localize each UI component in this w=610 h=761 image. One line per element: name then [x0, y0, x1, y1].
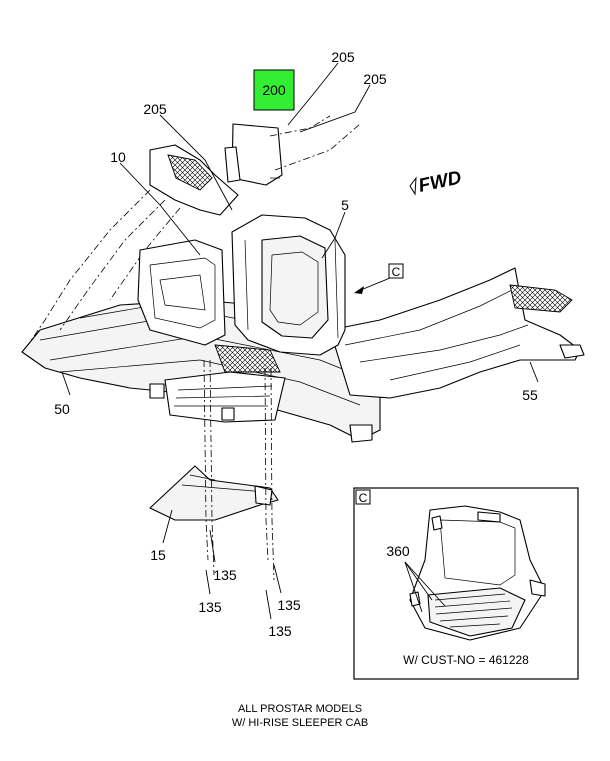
- callout-205-right[interactable]: 205: [363, 71, 387, 87]
- floor-mesh: [214, 344, 281, 373]
- inset-tag: C: [359, 491, 368, 505]
- callout-360[interactable]: 360: [386, 543, 410, 559]
- inset-note: W/ CUST-NO = 461228: [403, 653, 529, 667]
- view-marker-c[interactable]: C: [392, 265, 401, 279]
- inset-tag-box: [355, 489, 371, 505]
- callout-205-top[interactable]: 205: [331, 49, 355, 65]
- forward-arrow-icon: [409, 176, 417, 196]
- cover-15: [149, 465, 279, 521]
- bracket-200-assembly: [224, 123, 283, 186]
- highlight-box-200[interactable]: [253, 69, 295, 111]
- forward-indicator: FWD: [409, 167, 464, 197]
- caption-line-2: W/ HI-RISE SLEEPER CAB: [232, 717, 368, 729]
- callout-205-left[interactable]: 205: [143, 101, 167, 117]
- callout-15[interactable]: 15: [150, 547, 166, 563]
- callout-10[interactable]: 10: [110, 149, 126, 165]
- callout-55[interactable]: 55: [522, 387, 538, 403]
- fwd-label: FWD: [417, 167, 464, 197]
- console-assembly: [21, 144, 585, 443]
- caption-line-1: ALL PROSTAR MODELS: [238, 703, 362, 715]
- module-10: [137, 239, 226, 346]
- view-marker-box: [388, 263, 404, 279]
- left-vent-mesh: [167, 154, 213, 191]
- callout-135-c[interactable]: 135: [277, 597, 301, 613]
- callout-135-b[interactable]: 135: [198, 599, 222, 615]
- right-vent-mesh: [509, 284, 573, 313]
- callout-200[interactable]: 200: [262, 82, 286, 98]
- callout-135-d[interactable]: 135: [268, 623, 292, 639]
- callout-5[interactable]: 5: [341, 197, 349, 213]
- callout-135-a[interactable]: 135: [213, 567, 237, 583]
- detail-inset: C 360 W/ CUST-NO = 461228: [353, 487, 579, 680]
- callout-50[interactable]: 50: [54, 401, 70, 417]
